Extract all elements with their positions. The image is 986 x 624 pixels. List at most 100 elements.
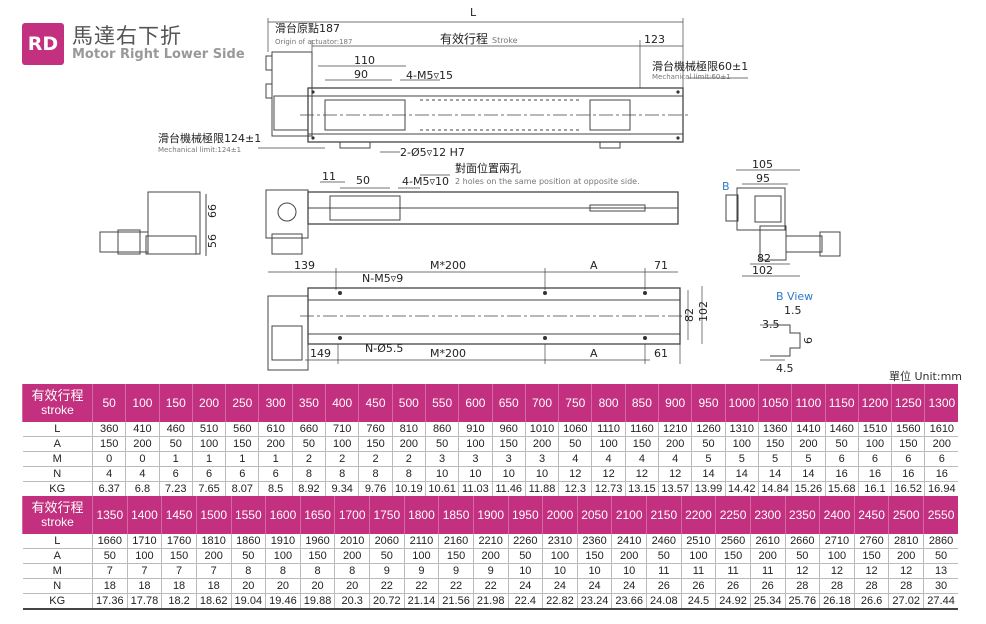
dim-123: 123 [644,33,665,46]
table-cell: 0 [125,451,160,467]
stroke-cell: 1900 [472,496,508,534]
table-cell: 4 [91,466,126,482]
stroke-cell: 1300 [924,384,959,422]
opposite-holes-en: 2 holes on the same position at opposite… [455,177,640,186]
table-cell: 100 [403,548,439,564]
mech-limit-right-cn: 滑台機械極限60±1 [652,59,748,73]
table-cell: 20 [299,578,335,594]
stroke-cell: 1350 [92,496,128,534]
table-cell: 50 [923,548,959,564]
table-cell: 8 [391,466,426,482]
hole-nm5: N-M5▿9 [362,272,403,285]
table-cell: 2 [291,451,326,467]
table-cell: 22.82 [542,593,578,610]
table-cell: 8 [265,563,301,579]
table-cell: 360 [91,422,126,437]
dim-6: 6 [802,337,815,344]
table-cell: 19.04 [230,593,266,610]
table-cell: 1110 [591,422,626,437]
table-cell: 5 [691,451,726,467]
dim-L: L [470,6,477,19]
table-cell: 16.52 [891,481,925,498]
table-cell: 150 [891,436,925,452]
table-cell: 10 [524,466,559,482]
table-cell: 100 [724,436,759,452]
row-label: A [22,548,93,564]
dim-m200-bottom: M*200 [430,347,466,360]
stroke-cell: 100 [125,384,160,422]
stroke-cell: 650 [491,384,526,422]
stroke-cell: 750 [558,384,592,422]
table-cell: 0 [91,451,126,467]
table-cell: 10 [424,466,459,482]
table-cell: 4 [125,466,160,482]
stroke-cell: 2150 [646,496,682,534]
table-cell: 860 [424,422,459,437]
table-cell: 200 [258,436,293,452]
stroke-cell: 50 [91,384,126,422]
hole-n55: N-Ø5.5 [365,342,403,355]
stroke-cell: 1650 [299,496,335,534]
table-cell: 14 [691,466,726,482]
stroke-cell: 800 [591,384,626,422]
dim-90: 90 [354,68,368,81]
dim-82-bottom: 82 [683,308,696,322]
table-cell: 27.44 [923,593,959,610]
table-cell: 610 [258,422,293,437]
table-cell: 12.3 [558,481,592,498]
table-cell: 28 [784,578,820,594]
b-view-slot [760,324,801,361]
table-cell: 10 [507,563,543,579]
table-cell: 9.34 [325,481,359,498]
table-cell: 6 [824,451,859,467]
dim-m200-top: M*200 [430,259,466,272]
table-cell: 13.57 [658,481,692,498]
table-cell: 11 [680,563,716,579]
mech-limit-right-en: Mechanical limit:60±1 [652,73,731,81]
table-cell: 9 [403,563,439,579]
table-cell: 26 [715,578,751,594]
table-cell: 10.19 [391,481,426,498]
table-cell: 200 [195,548,231,564]
left-motor-view [99,191,207,256]
stroke-header-cn: 有效行程 [31,499,84,515]
table-cell: 1460 [824,422,859,437]
table-cell: 4 [591,451,626,467]
table-cell: 6 [857,451,892,467]
pin-hole: 2-Ø5▿12 H7 [400,146,465,159]
table-cell: 7 [126,563,162,579]
table-cell: 150 [491,436,526,452]
table-cell: 50 [646,548,682,564]
table-cell: 6 [924,451,959,467]
table-cell: 8.92 [291,481,326,498]
table-cell: 660 [291,422,326,437]
table-cell: 16.94 [924,481,959,498]
table-cell: 50 [691,436,726,452]
table-cell: 1560 [891,422,925,437]
table-cell: 12 [658,466,692,482]
table-cell: 100 [819,548,855,564]
table-cell: 15.26 [791,481,826,498]
stroke-cell: 200 [191,384,226,422]
stroke-label-cn: 有效行程 [440,31,488,46]
table-cell: 19.88 [299,593,335,610]
table-cell: 17.36 [92,593,128,610]
table-cell: 8.07 [225,481,259,498]
table-cell: 2510 [680,534,716,549]
table-cell: 960 [491,422,526,437]
table-cell: 1310 [724,422,759,437]
table-cell: 1960 [299,534,335,549]
table-cell: 14 [757,466,792,482]
stroke-cell: 150 [158,384,193,422]
stroke-cell: 2000 [542,496,578,534]
stroke-cell: 850 [624,384,659,422]
table-cell: 4 [658,451,692,467]
table-cell: 8.5 [258,481,293,498]
table-cell: 2710 [819,534,855,549]
stroke-cell: 2350 [784,496,820,534]
